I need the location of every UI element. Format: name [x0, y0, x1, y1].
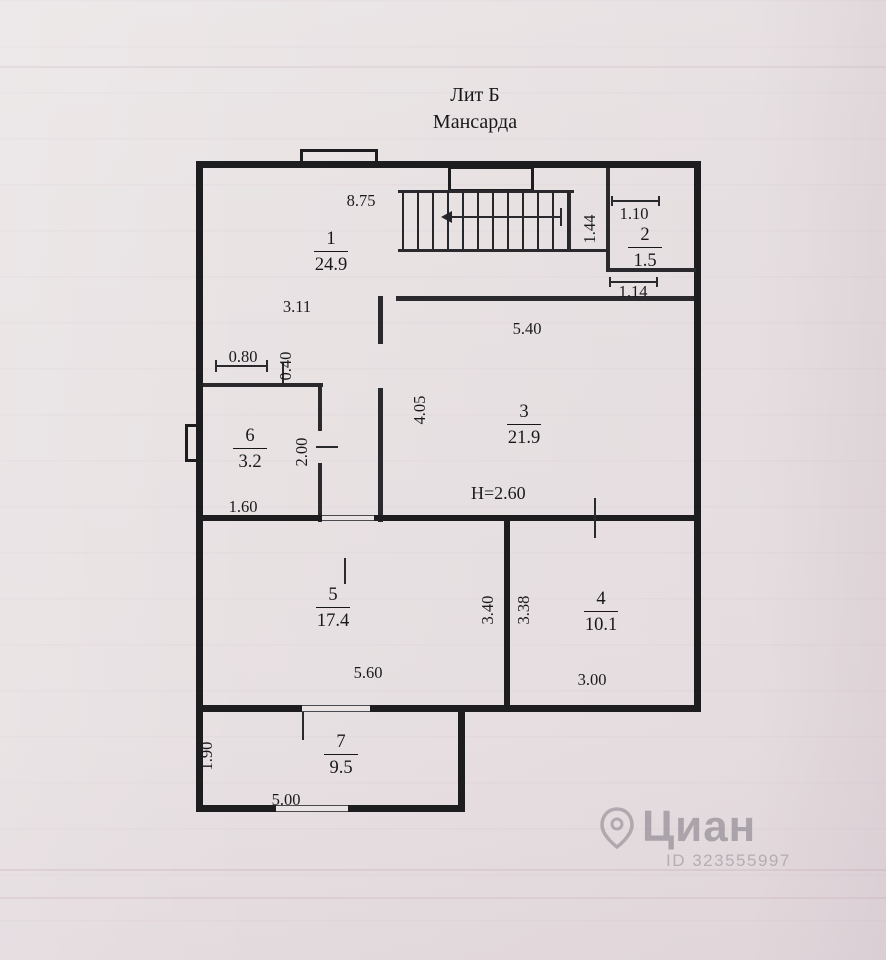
dim-room4-depth: 3.38: [514, 595, 533, 625]
room-2-area: 1.5: [633, 251, 657, 271]
dim-room4-width: 3.00: [577, 670, 607, 689]
dim-room7-depth: 1.90: [197, 741, 216, 771]
wall-room6-right-lower: [318, 463, 322, 522]
dim-room2-width-bottom: 1.14: [618, 282, 648, 301]
dim-room7-width: 5.00: [271, 790, 301, 809]
doorway-room5-room7: [302, 705, 370, 712]
dim-tick: [658, 196, 660, 206]
wall-room3-left-lower: [378, 388, 383, 522]
roof-notch-stairwell: [448, 166, 534, 192]
wall-room6-top: [203, 383, 323, 387]
plan-title: Лит Б Мансарда: [390, 82, 560, 136]
room-label-2: 2 1.5: [610, 225, 680, 272]
dim-tick: [266, 360, 268, 372]
room-5-area: 17.4: [316, 611, 350, 631]
room-4-number: 4: [584, 589, 618, 612]
watermark-listing-id: ID 323555997: [666, 851, 791, 870]
wall-middle-horizontal: [196, 515, 701, 521]
plan-title-litera: Лит Б: [450, 84, 500, 106]
room6-door-leaf-line: [316, 446, 338, 448]
wall-room6-right-upper: [318, 383, 322, 431]
watermark-brand: Циан: [642, 802, 757, 851]
paper-crease-line: [0, 897, 886, 899]
wall-ext-left: [196, 712, 203, 812]
dim-room6-step-width: 0.80: [228, 347, 258, 366]
dim-tick-room6-step-depth: [282, 362, 284, 384]
room-label-4: 4 10.1: [566, 589, 636, 636]
dim-line-room6-step: [216, 365, 268, 367]
dim-tick: [609, 277, 611, 287]
room-6-area: 3.2: [238, 452, 262, 472]
dim-room3-width: 5.40: [512, 319, 542, 338]
room-3-number: 3: [507, 402, 541, 425]
dim-room6-step-depth: 0.40: [276, 351, 295, 381]
wall-outer-top: [196, 161, 701, 168]
dim-line-room2-bottom: [610, 281, 658, 283]
room-label-3: 3 21.9: [489, 402, 559, 449]
room-label-1: 1 24.9: [296, 229, 366, 276]
doorway-middle-wall: [322, 515, 374, 521]
room-label-7: 7 9.5: [306, 732, 376, 779]
room-1-area: 24.9: [314, 255, 348, 275]
room-2-number: 2: [628, 225, 662, 248]
room-label-6: 6 3.2: [215, 426, 285, 473]
wall-ext-right: [458, 712, 465, 812]
stairs-direction-arrow-line: [452, 216, 562, 218]
dim-tick: [656, 277, 658, 287]
dim-room5-depth: 3.40: [478, 595, 497, 625]
stairs-arrow-tail-tick: [560, 208, 562, 226]
plan-title-floor: Мансарда: [432, 111, 518, 133]
wall-room3-top: [396, 296, 694, 301]
dim-tick: [215, 360, 217, 372]
dim-tick: [611, 196, 613, 206]
left-wall-pilaster: [185, 424, 200, 462]
ceiling-height-note: H=2.60: [471, 483, 526, 503]
dim-room6-width: 1.60: [228, 497, 258, 516]
room-6-number: 6: [233, 426, 267, 449]
room-7-area: 9.5: [329, 758, 353, 778]
dim-room1-width: 8.75: [346, 191, 376, 210]
room-5-number: 5: [316, 585, 350, 608]
paper-crease-line: [0, 869, 886, 871]
room-3-area: 21.9: [507, 428, 541, 448]
wall-room3-left-upper: [378, 296, 383, 344]
stairs-bottom-line: [398, 249, 608, 252]
door-jamb-tick-room5: [344, 558, 346, 584]
stairs-arrow-head-icon: [441, 211, 452, 223]
room-4-area: 10.1: [584, 615, 618, 635]
stairs-steps: [402, 191, 569, 249]
roof-notch-left: [300, 149, 378, 164]
wall-room4-room5: [504, 521, 510, 712]
room-label-5: 5 17.4: [298, 585, 368, 632]
dim-room2-width-top: 1.10: [619, 204, 649, 223]
wall-room2-left: [606, 168, 610, 270]
dim-line-room2-top: [612, 200, 660, 202]
wall-outer-bottom: [196, 705, 701, 712]
window-room7: [276, 805, 348, 812]
room-1-number: 1: [314, 229, 348, 252]
wall-outer-right: [694, 161, 701, 712]
dim-room3-depth: 4.05: [410, 395, 429, 425]
dim-room6-depth: 2.00: [292, 437, 311, 467]
dim-room5-width: 5.60: [353, 663, 383, 682]
dim-tick-middle-wall: [594, 498, 596, 538]
wall-room2-bottom: [606, 268, 696, 272]
door-jamb-tick-room7: [302, 712, 304, 740]
dim-room1-left: 3.11: [282, 297, 312, 316]
dim-stair-width: 1.44: [580, 214, 599, 244]
paper-crease-line: [0, 66, 886, 68]
location-pin-icon: [600, 807, 634, 850]
room-7-number: 7: [324, 732, 358, 755]
stairs-right-line: [568, 190, 571, 250]
